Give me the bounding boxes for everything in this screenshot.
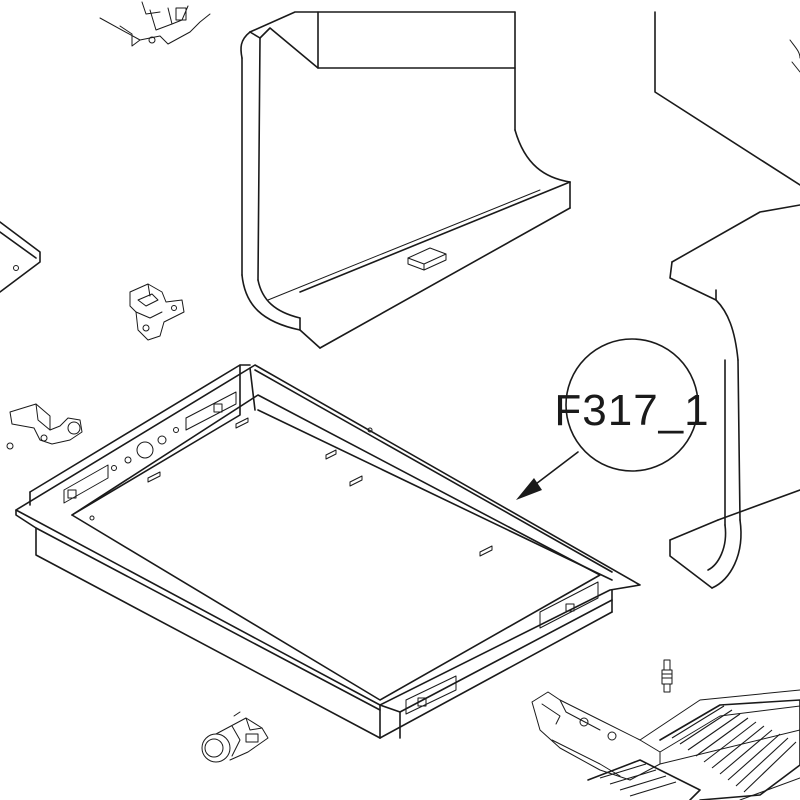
callout-label: F317_1 xyxy=(554,386,709,435)
bracket-assembly-top xyxy=(99,1,211,47)
flat-panel-left xyxy=(0,221,41,293)
valve-fitting xyxy=(6,403,83,450)
knob-switch xyxy=(201,711,269,763)
side-panel-left xyxy=(240,11,571,349)
burner-assembly xyxy=(531,689,800,800)
callout: F317_1 xyxy=(516,338,709,500)
hinge-bracket xyxy=(129,283,185,341)
spark-plug xyxy=(661,659,673,693)
callout-circle xyxy=(565,338,699,472)
side-panel-right xyxy=(654,11,800,589)
callout-arrowhead xyxy=(516,478,542,500)
tray-frame xyxy=(15,364,641,739)
